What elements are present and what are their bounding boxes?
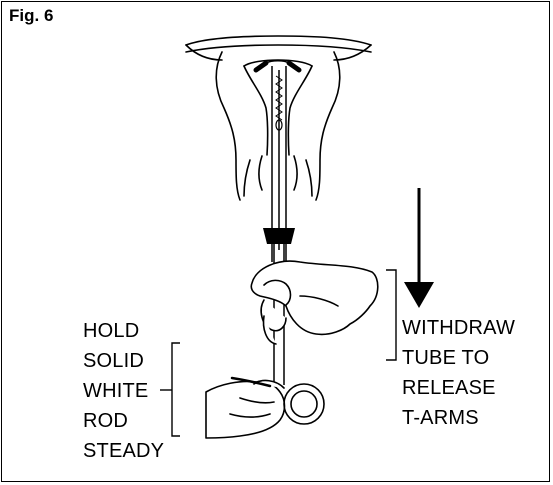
caption-line: WHITE: [83, 376, 164, 406]
caption-line: STEADY: [83, 436, 164, 466]
withdraw-tube-caption: WITHDRAW TUBE TO RELEASE T-ARMS: [402, 313, 515, 433]
hold-rod-caption: HOLD SOLID WHITE ROD STEADY: [83, 316, 164, 466]
iud-t-arms: [256, 61, 299, 70]
caption-line: ROD: [83, 406, 164, 436]
left-bracket: [172, 343, 180, 436]
caption-line: WITHDRAW: [402, 313, 515, 343]
caption-line: HOLD: [83, 316, 164, 346]
right-bracket: [386, 270, 396, 360]
caption-line: T-ARMS: [402, 403, 515, 433]
flange: [263, 228, 295, 244]
down-arrow-icon: [404, 188, 434, 308]
caption-line: RELEASE: [402, 373, 515, 403]
caption-line: SOLID: [83, 346, 164, 376]
caption-line: TUBE TO: [402, 343, 515, 373]
ring-handle: [284, 384, 324, 424]
upper-hand: [251, 261, 377, 344]
lower-hand: [206, 381, 285, 438]
